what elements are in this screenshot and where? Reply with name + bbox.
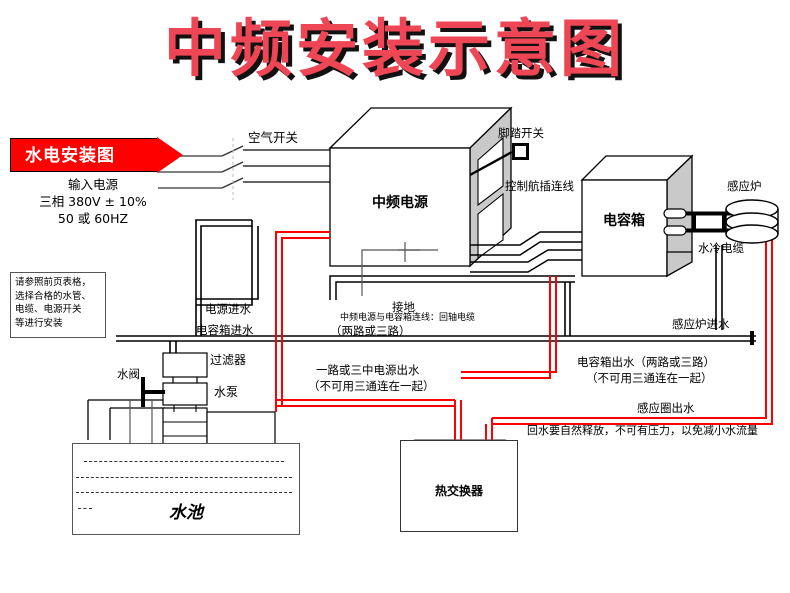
pump-suction-line <box>87 399 165 440</box>
filter-label: 过滤器 <box>210 353 247 367</box>
air-switch-label: 空气开关 <box>248 130 299 145</box>
return-pipe-coil <box>485 245 773 448</box>
induction-furnace-label: 感应炉 <box>727 179 762 193</box>
note-line-4: 等进行安装 <box>15 317 63 329</box>
ground-symbol <box>361 242 438 296</box>
control-cable-label: 控制航插连线 <box>505 179 574 193</box>
note-line-1: 请参照前页表格， <box>15 277 92 288</box>
page-title: 中频安装示意图 <box>163 12 626 85</box>
coax-note-line2: （两路或三路） <box>330 324 411 338</box>
installation-notes-box: 请参照前页表格， 选择合格的水管、 电缆、电源开关 等进行安装 <box>10 272 106 338</box>
pool-wave-4 <box>78 508 92 509</box>
capacitor-outlet-line1: 电容箱出水（两路或三路） <box>577 355 715 369</box>
water-pump-label: 水泵 <box>214 385 239 399</box>
valve-box <box>162 377 208 406</box>
air-switch-blades <box>221 145 330 189</box>
banner-arrow-tip <box>157 137 183 173</box>
power-outlet-line1: 一路或三中电源出水 <box>316 363 420 377</box>
pool-label: 水池 <box>169 503 203 523</box>
power-input-line1: 输入电源 <box>67 177 118 192</box>
note-line-3: 电缆、电源开关 <box>15 304 82 315</box>
induction-furnace-coil <box>725 199 779 244</box>
foot-switch-lead <box>469 150 513 177</box>
pool-wave-1 <box>84 461 284 462</box>
supply-branch-power <box>195 219 252 336</box>
coil-outlet-water-label: 感应圈出水 <box>637 401 695 415</box>
return-water-note: 回水要自然释放，不可有压力，以免减小水流量 <box>527 424 758 437</box>
water-electric-banner: 水电安装图 <box>10 138 158 172</box>
coax-cable-outline <box>329 275 575 300</box>
filter-box <box>162 352 208 378</box>
water-pool <box>72 443 300 535</box>
furnace-inlet-arrow <box>750 331 754 345</box>
coax-note-line1: 中频电源与电容箱连线：回轴电缆 <box>340 313 476 323</box>
water-valve-symbol <box>141 377 165 407</box>
return-pipe-capacitor <box>461 276 557 379</box>
control-cable-path-2 <box>470 249 582 273</box>
capacitor-inlet-water-label: 电容箱进水 <box>196 323 254 337</box>
note-line-2: 选择合格的水管、 <box>15 290 92 302</box>
pool-wave-2 <box>76 477 292 478</box>
heat-exchanger-body <box>400 440 518 532</box>
ground-label: 接地 <box>392 300 415 314</box>
furnace-inlet-water-label: 感应炉进水 <box>672 317 730 331</box>
mf-power-cabinet-shape <box>328 106 513 268</box>
power-inlet-water-label: 电源进水 <box>205 302 251 316</box>
foot-switch-label: 脚踏开关 <box>498 126 544 140</box>
power-input-line3: 50 或 60HZ <box>57 211 129 226</box>
capacitor-outlet-line2: （不可用三通连在一起） <box>586 371 713 385</box>
power-outlet-line2: （不可用三通连在一起） <box>308 379 435 393</box>
busbar-to-furnace <box>686 211 742 233</box>
supply-riser-from-pump <box>169 341 177 353</box>
capacitor-output-terminals <box>663 208 687 236</box>
return-pipe-furnace-cable <box>765 235 773 250</box>
mf-power-label: 中频电源 <box>372 195 428 211</box>
power-input-line2: 三相 380V ± 10% <box>39 194 147 209</box>
capacitor-box-label: 电容箱 <box>603 213 645 229</box>
control-cable-path <box>470 231 582 256</box>
pool-wave-3 <box>76 492 292 493</box>
water-cooled-cable-label: 水冷电缆 <box>698 241 744 255</box>
water-valve-label: 水阀 <box>117 367 140 381</box>
supply-branch-power-2 <box>196 220 259 306</box>
foot-switch-icon <box>512 143 529 160</box>
supply-branch-capacitor <box>564 282 571 336</box>
return-trunk-left <box>276 399 455 407</box>
heat-exchanger-label: 热交换器 <box>434 484 483 498</box>
